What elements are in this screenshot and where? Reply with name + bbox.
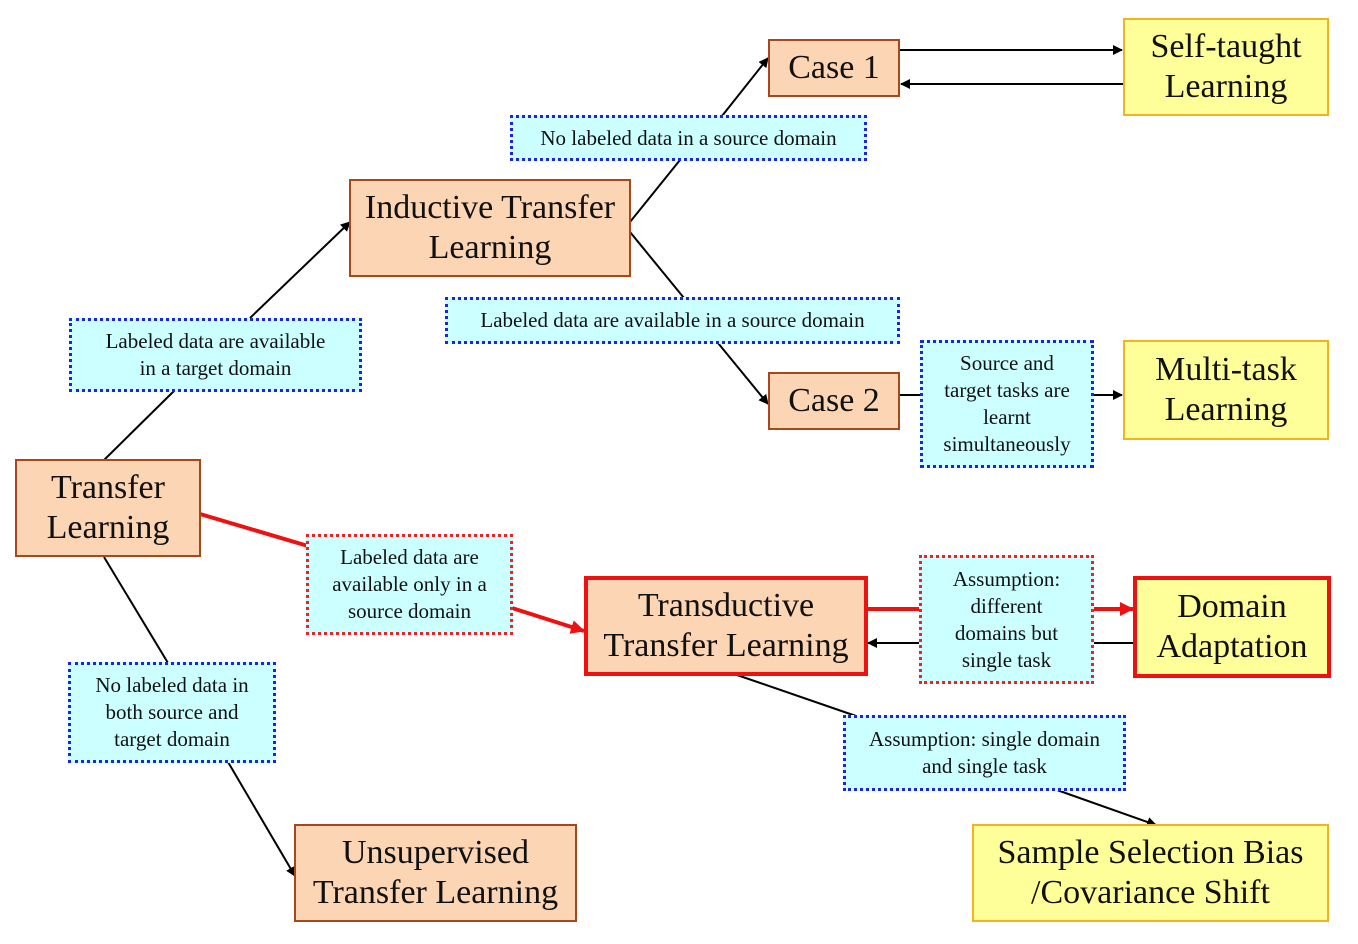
case1-node: Case 1 [768,39,900,97]
unsupervised-transfer-learning-node: Unsupervised Transfer Learning [294,824,577,922]
edge-inductive-to-labeled-source-note [629,231,685,299]
edge-to-sample-selection [1056,789,1157,827]
edge-transfer-to-no-labeled-both-note [103,556,169,664]
labeled-source-note: Labeled data are available in a source d… [445,297,900,344]
inductive-transfer-learning-node: Inductive Transfer Learning [349,179,631,277]
edge-to-case2 [717,342,769,405]
single-domain-note: Assumption: single domain and single tas… [843,715,1126,791]
edge-to-transductive [511,606,585,634]
transductive-transfer-learning-node: Transductive Transfer Learning [584,576,868,676]
no-labeled-source-note: No labeled data in a source domain [510,115,867,161]
diff-domains-note: Assumption: different domains but single… [919,555,1094,684]
edge-transfer-to-labeled-target-note [102,389,176,462]
edge-to-case1 [721,57,769,117]
edge-to-unsupervised [227,761,296,877]
self-taught-learning-node: Self-taught Learning [1123,18,1329,116]
edge-transductive-to-single-domain-note [736,674,857,717]
labeled-target-note: Labeled data are available in a target d… [69,318,362,392]
multi-task-learning-node: Multi-task Learning [1123,340,1329,440]
simultaneous-note: Source and target tasks are learnt simul… [920,340,1094,468]
case2-node: Case 2 [768,372,900,430]
edge-transfer-to-only-source-note [199,512,309,548]
edge-inductive-to-no-labeled-source-note [629,159,681,223]
domain-adaptation-node: Domain Adaptation [1133,576,1331,678]
edge-to-inductive [249,221,351,319]
only-source-note: Labeled data are available only in a sou… [306,534,513,635]
transfer-learning-node: Transfer Learning [15,459,201,557]
sample-selection-bias-node: Sample Selection Bias /Covariance Shift [972,824,1329,922]
no-labeled-both-note: No labeled data in both source and targe… [68,662,276,763]
